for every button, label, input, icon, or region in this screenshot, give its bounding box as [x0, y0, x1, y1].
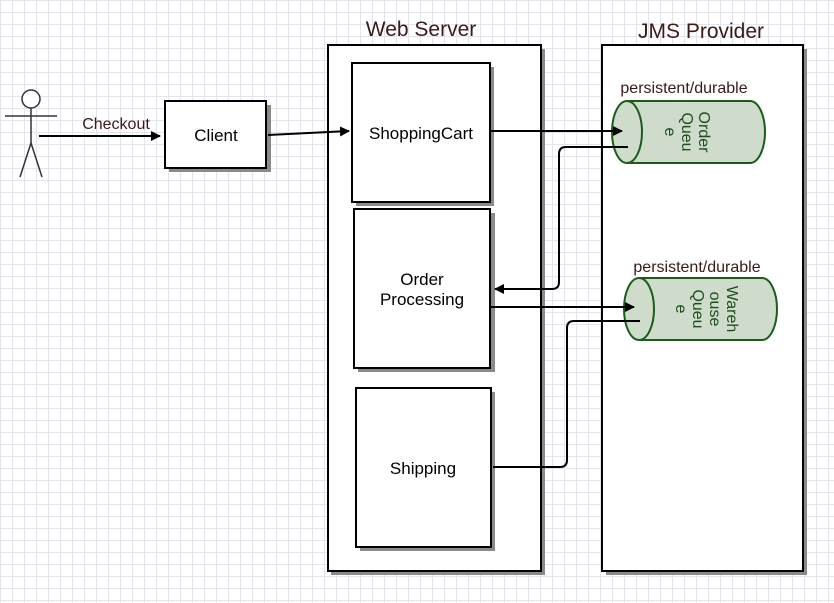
client-label: Client	[194, 126, 238, 145]
shipping-box: Shipping	[355, 387, 495, 551]
warehouse-queue-label-line2: ouse	[706, 292, 723, 327]
jms-provider-title: JMS Provider	[638, 20, 764, 43]
order-queue-label-line2: Queu	[678, 112, 695, 151]
order-processing-label-line1: Order	[400, 270, 444, 289]
shopping-cart-label: ShoppingCart	[369, 124, 473, 143]
client-box: Client	[164, 100, 271, 172]
warehouse-queue-caption: persistent/durable	[633, 259, 760, 276]
order-queue-label-line1: Order	[695, 112, 712, 154]
order-processing-label-line2: Processing	[380, 290, 464, 309]
actor-figure	[5, 89, 57, 178]
order-queue-to-processing-arrow	[494, 146, 628, 294]
warehouse-queue-label-line3: Queu	[689, 289, 706, 328]
warehouse-queue-to-shipping-connector	[493, 320, 640, 468]
order-processing-box: Order Processing	[353, 208, 495, 372]
warehouse-queue-label-line4: e	[672, 305, 689, 314]
client-to-cart-arrow	[267, 126, 350, 137]
web-server-title: Web Server	[366, 18, 477, 41]
warehouse-queue-label-line1: Wareh	[723, 286, 740, 333]
checkout-label: Checkout	[82, 116, 150, 133]
order-queue-caption: persistent/durable	[620, 80, 747, 97]
shopping-cart-box: ShoppingCart	[351, 62, 494, 206]
order-queue-cylinder: Order Queu e	[611, 100, 766, 164]
warehouse-queue-cylinder: Wareh ouse Queu e	[623, 277, 778, 341]
order-queue-label-line3: e	[661, 128, 678, 137]
shipping-label: Shipping	[390, 459, 456, 478]
